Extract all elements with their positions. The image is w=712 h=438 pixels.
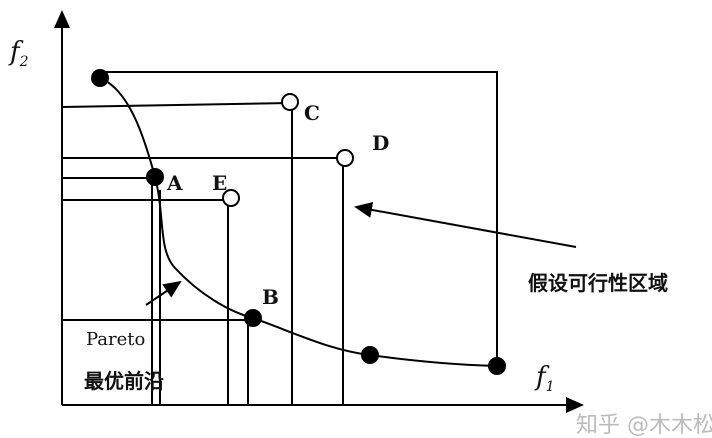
y-axis-label-sub: 2 [19,54,29,70]
pareto-label-cn: 最优前沿 [84,369,164,393]
pareto-point [91,69,109,87]
y-axis-label: f2 [8,37,29,70]
pareto-front-curve [99,77,498,367]
point-A [146,168,164,186]
point-D [336,149,354,167]
label-E: E [212,171,227,195]
point-B [244,309,262,327]
label-D: D [372,131,389,155]
pareto-point [488,357,506,375]
feasible-arrow [354,201,577,248]
pareto-point [361,346,379,364]
box-top [100,71,498,366]
x-axis-label-sub: 1 [546,379,555,395]
pareto-arrow [145,280,182,306]
label-B: B [262,285,279,309]
watermark: 知乎 @木木松 [576,413,712,438]
point-C [281,93,299,111]
box-C [61,102,291,108]
pareto-label: Pareto [86,329,145,350]
label-A: A [166,171,183,195]
point-E [222,189,240,207]
label-C: C [304,101,320,125]
feasible-region-label: 假设可行性区域 [528,271,668,295]
x-axis-label: f1 [534,362,555,395]
